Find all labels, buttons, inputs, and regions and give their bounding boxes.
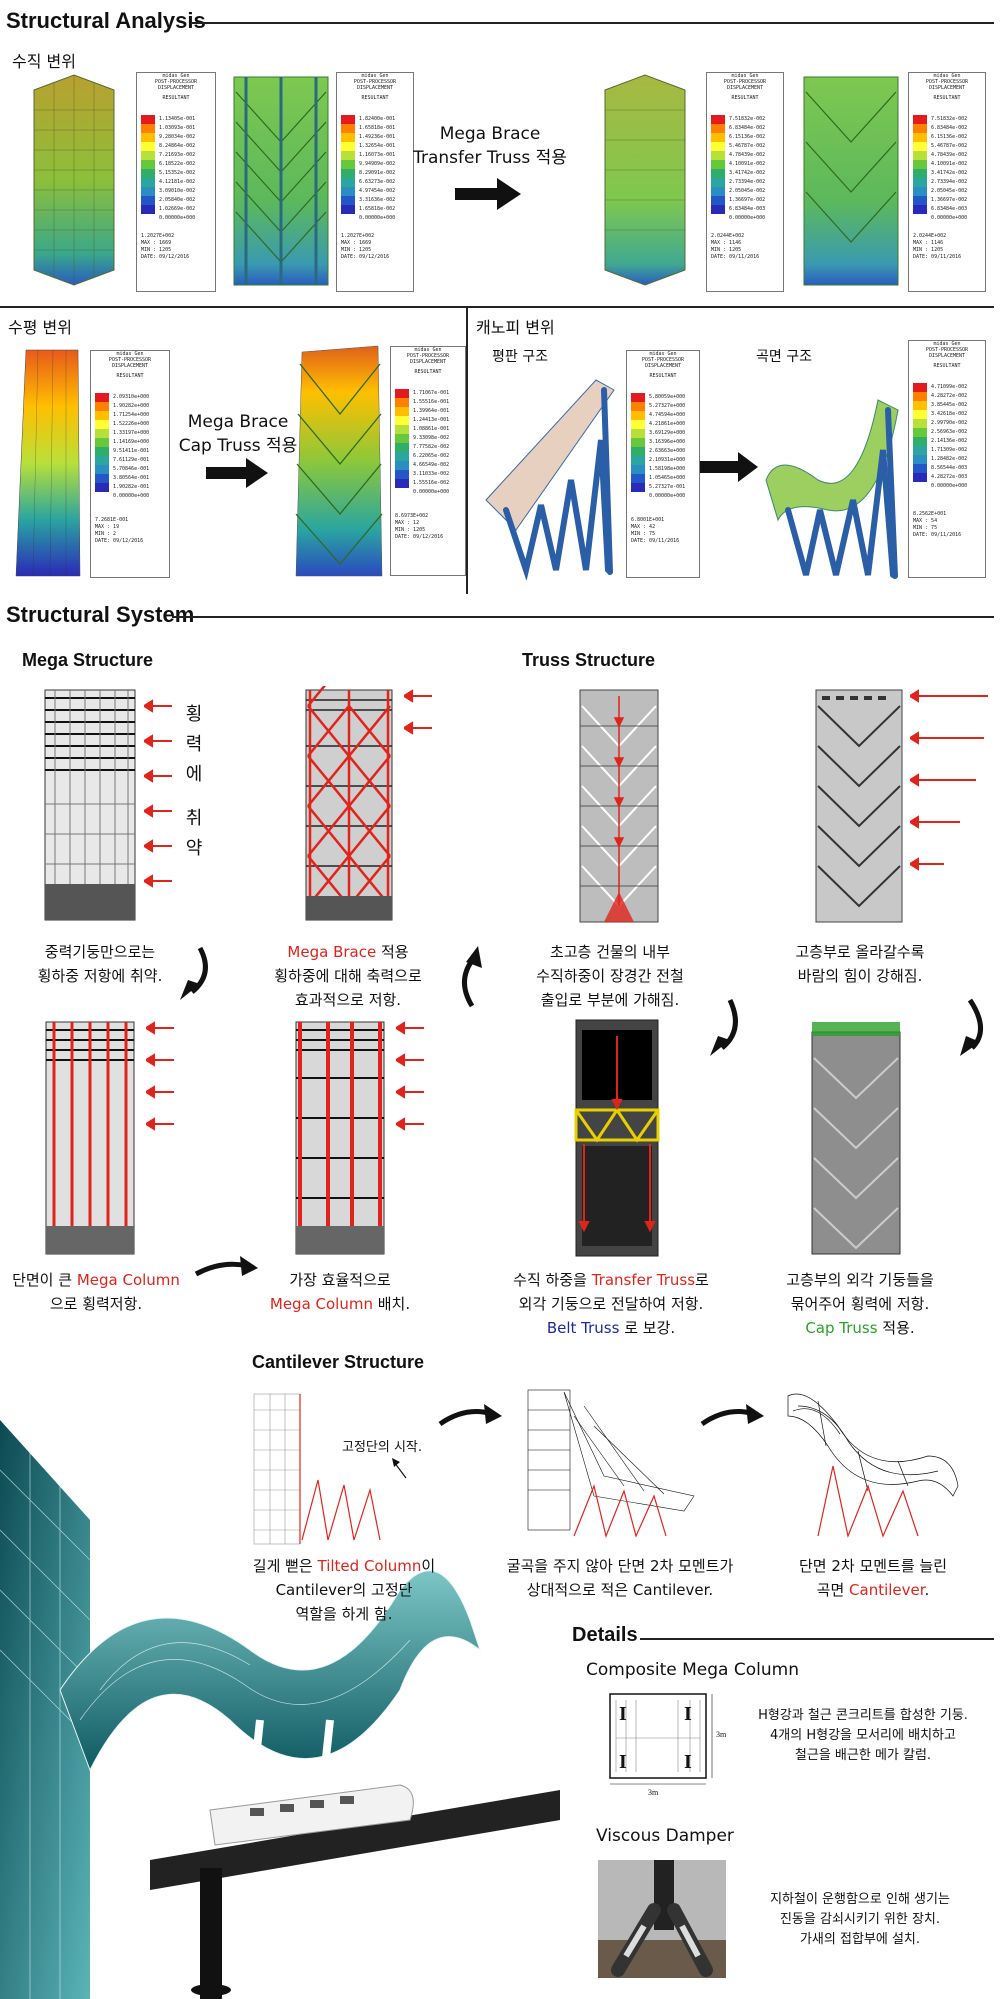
cantilever-title: Cantilever Structure <box>252 1352 425 1372</box>
cantilever-flat <box>527 1389 695 1538</box>
tower-model-vertical-1 <box>33 74 115 286</box>
divider <box>0 306 994 308</box>
svg-text:I: I <box>684 1751 692 1773</box>
divider <box>640 1638 994 1640</box>
curved-arrow-icon <box>194 1256 258 1277</box>
tower-mega-column-2 <box>295 1021 385 1255</box>
divider <box>466 308 468 594</box>
curved-structure-label: 곡면 구조 <box>756 349 812 365</box>
viscous-damper-title: Viscous Damper <box>596 1826 734 1846</box>
curved-arrow-icon <box>700 1404 764 1427</box>
mega-structure-title: Mega Structure <box>22 650 154 670</box>
curved-arrow-icon <box>438 1404 502 1427</box>
arrow-right-icon <box>700 452 758 482</box>
pointer-arrow-icon <box>392 1458 407 1479</box>
curved-arrow-icon <box>180 946 208 1000</box>
curved-arrow-icon <box>960 998 983 1056</box>
tower-model-vertical-3 <box>604 74 686 286</box>
svg-text:I: I <box>684 1703 692 1725</box>
canopy-model-flat <box>485 379 615 580</box>
transfer-truss-note: Mega Brace Transfer Truss 적용 <box>413 124 567 168</box>
dimension-height: 3m <box>716 1730 727 1739</box>
tower-truss-wind <box>815 689 903 923</box>
color-scale <box>141 115 155 214</box>
tower-mega-brace <box>305 686 393 921</box>
building-render-illustration <box>0 1420 560 1999</box>
cap-truss-note: Mega Brace Cap Truss 적용 <box>178 412 298 456</box>
caption-curved-cantilever: 단면 2차 모멘트를 늘린 곡면 Cantilever. <box>798 1557 948 1599</box>
fixed-end-note: 고정단의 시작. <box>342 1440 423 1455</box>
tower-transfer-truss <box>574 1019 660 1257</box>
caption-mega-column-1: 단면이 큰 Mega Column 으로 횡력저항. <box>12 1271 180 1313</box>
wind-arrows-icon <box>910 689 988 871</box>
divider <box>192 22 994 24</box>
arrow-right-icon <box>206 458 268 488</box>
svg-text:I: I <box>619 1751 627 1773</box>
section-title-system: Structural System <box>6 602 195 627</box>
wind-arrows-icon <box>146 1021 174 1131</box>
cantilever-curved <box>787 1393 959 1539</box>
dimension-width: 3m <box>648 1788 659 1797</box>
svg-text:I: I <box>619 1703 627 1725</box>
tower-cap-truss <box>811 1022 901 1255</box>
composite-column-title: Composite Mega Column <box>586 1660 799 1680</box>
canopy-model-curved <box>765 399 899 579</box>
divider <box>172 616 994 618</box>
wind-arrows-icon <box>404 689 432 735</box>
curved-arrow-icon <box>462 946 482 1008</box>
caption-transfer-truss: 수직 하중을 Transfer Truss로 외각 기둥으로 전달하여 저항. … <box>513 1271 709 1337</box>
caption-mega-column-2: 가장 효율적으로 Mega Column 배치. <box>269 1271 411 1313</box>
cantilever-tilted-column <box>253 1393 381 1545</box>
tower-gravity-columns <box>44 689 136 921</box>
section-title-details: Details <box>572 1624 638 1646</box>
wind-arrows-icon <box>144 699 172 888</box>
tower-model-vertical-4 <box>803 76 899 286</box>
curved-arrow-icon <box>710 998 738 1056</box>
composite-column-section: I I I I <box>609 1693 713 1785</box>
canopy-displacement-label: 캐노피 변위 <box>476 318 555 337</box>
tower-model-horizontal-1 <box>15 349 81 577</box>
tower-model-horizontal-2 <box>295 345 383 577</box>
truss-structure-title: Truss Structure <box>522 650 656 670</box>
vertical-displacement-label: 수직 변위 <box>12 52 76 71</box>
viscous-damper-photo <box>598 1860 726 1978</box>
tower-truss-interior <box>579 689 659 923</box>
section-title-analysis: Structural Analysis <box>6 8 206 33</box>
horizontal-displacement-label: 수평 변위 <box>8 318 72 337</box>
arrow-right-icon <box>455 178 521 210</box>
flat-structure-label: 평판 구조 <box>492 349 548 365</box>
wind-arrows-icon <box>396 1021 424 1131</box>
tower-model-vertical-2 <box>233 76 329 286</box>
tower-mega-column-1 <box>45 1021 135 1255</box>
